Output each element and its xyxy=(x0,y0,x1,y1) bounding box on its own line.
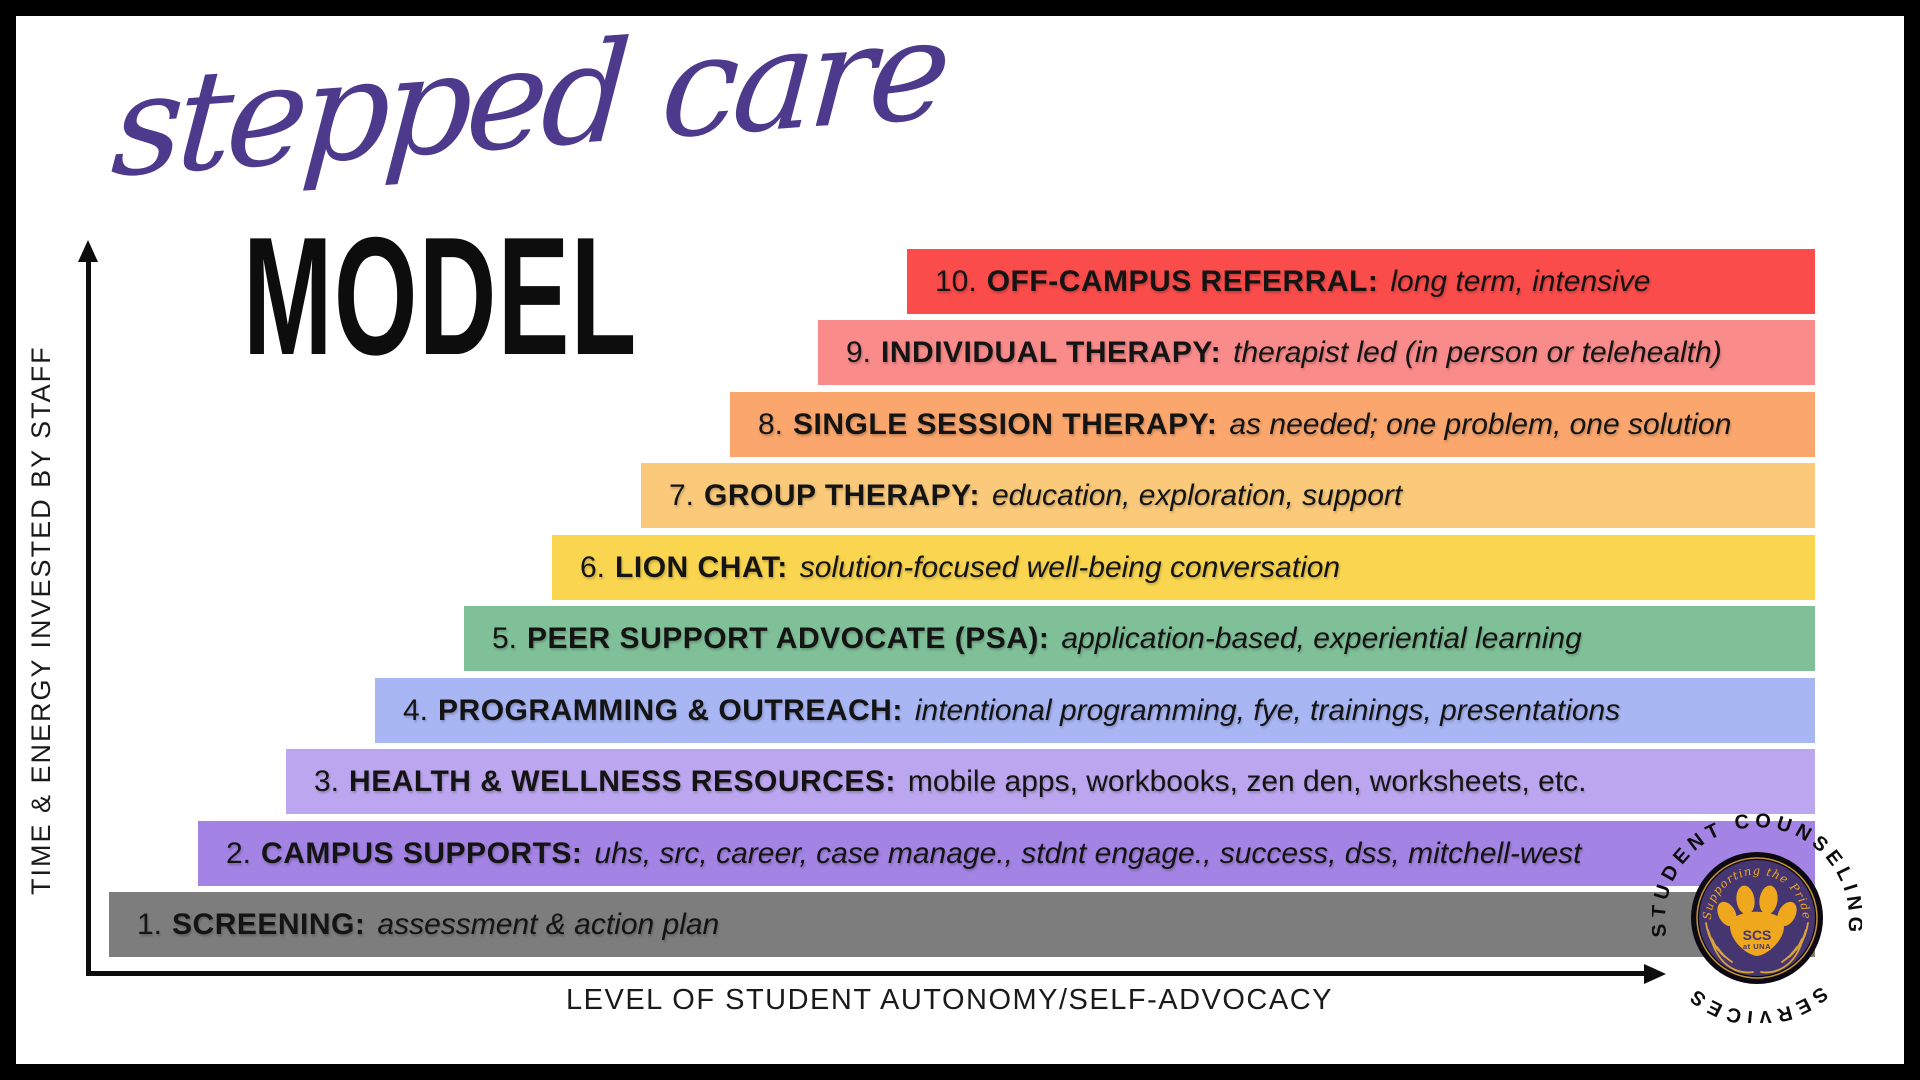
step-number: 5. xyxy=(492,621,518,655)
step-number: 3. xyxy=(314,764,340,798)
logo-badge-gold-ring xyxy=(1696,857,1818,979)
step-bar-2: 2. CAMPUS SUPPORTS: uhs, src, career, ca… xyxy=(198,821,1815,886)
x-axis-arrowhead xyxy=(1644,963,1666,984)
logo-scs-subtext: at UNA xyxy=(1743,942,1771,951)
title-script: stepped care xyxy=(107,0,951,209)
step-description: solution-focused well-being conversation xyxy=(799,550,1341,584)
step-label: SCREENING: xyxy=(172,907,366,941)
step-bar-3: 3. HEALTH & WELLNESS RESOURCES: mobile a… xyxy=(286,749,1815,814)
step-label: HEALTH & WELLNESS RESOURCES: xyxy=(349,764,896,798)
step-number: 2. xyxy=(226,836,252,870)
step-bar-6: 6. LION CHAT: solution-focused well-bein… xyxy=(552,535,1815,600)
step-label: PEER SUPPORT ADVOCATE (PSA): xyxy=(527,621,1050,655)
step-label: INDIVIDUAL THERAPY: xyxy=(881,335,1222,369)
step-description: long term, intensive xyxy=(1390,264,1651,298)
x-axis-line xyxy=(86,971,1646,976)
step-label: SINGLE SESSION THERAPY: xyxy=(793,407,1218,441)
step-bar-5: 5. PEER SUPPORT ADVOCATE (PSA): applicat… xyxy=(464,606,1815,671)
x-axis-label: LEVEL OF STUDENT AUTONOMY/SELF-ADVOCACY xyxy=(566,984,1334,1016)
step-bar-7: 7. GROUP THERAPY: education, exploration… xyxy=(641,463,1815,528)
step-label: LION CHAT: xyxy=(615,550,788,584)
step-label: CAMPUS SUPPORTS: xyxy=(261,836,583,870)
step-description: application-based, experiential learning xyxy=(1061,621,1582,655)
step-number: 8. xyxy=(758,407,784,441)
step-description: as needed; one problem, one solution xyxy=(1229,407,1732,441)
step-number: 6. xyxy=(580,550,606,584)
step-description: therapist led (in person or telehealth) xyxy=(1233,335,1722,369)
y-axis-line xyxy=(86,260,91,976)
step-description: intentional programming, fye, trainings,… xyxy=(914,693,1621,727)
step-bar-8: 8. SINGLE SESSION THERAPY: as needed; on… xyxy=(730,392,1815,457)
step-number: 7. xyxy=(669,478,695,512)
step-bar-10: 10. OFF-CAMPUS REFERRAL: long term, inte… xyxy=(907,249,1815,314)
logo-ring-text-bottom: SERVICES xyxy=(1682,982,1831,1023)
step-number: 10. xyxy=(935,264,977,298)
step-label: OFF-CAMPUS REFERRAL: xyxy=(986,264,1379,298)
hands-icon xyxy=(1705,922,1809,974)
step-bar-9: 9. INDIVIDUAL THERAPY: therapist led (in… xyxy=(818,320,1815,385)
step-description: education, exploration, support xyxy=(991,478,1403,512)
step-bar-4: 4. PROGRAMMING & OUTREACH: intentional p… xyxy=(375,678,1815,743)
y-axis-label: TIME & ENERGY INVESTED BY STAFF xyxy=(26,345,56,895)
step-label: PROGRAMMING & OUTREACH: xyxy=(438,693,903,727)
y-axis-arrowhead xyxy=(78,240,98,262)
scs-logo: STUDENT COUNSELING SERVICES Supporting t… xyxy=(1652,813,1861,1023)
step-description: assessment & action plan xyxy=(377,907,720,941)
logo-scs-text: SCS xyxy=(1743,927,1772,943)
step-number: 1. xyxy=(137,907,163,941)
step-number: 4. xyxy=(403,693,429,727)
step-label: GROUP THERAPY: xyxy=(704,478,980,512)
title-model: MODEL xyxy=(243,202,638,390)
step-description: uhs, src, career, case manage., stdnt en… xyxy=(594,836,1582,870)
paw-print-icon xyxy=(1717,885,1797,956)
step-number: 9. xyxy=(846,335,872,369)
step-description: mobile apps, workbooks, zen den, workshe… xyxy=(907,764,1587,798)
step-bar-1: 1. SCREENING: assessment & action plan xyxy=(109,892,1815,957)
